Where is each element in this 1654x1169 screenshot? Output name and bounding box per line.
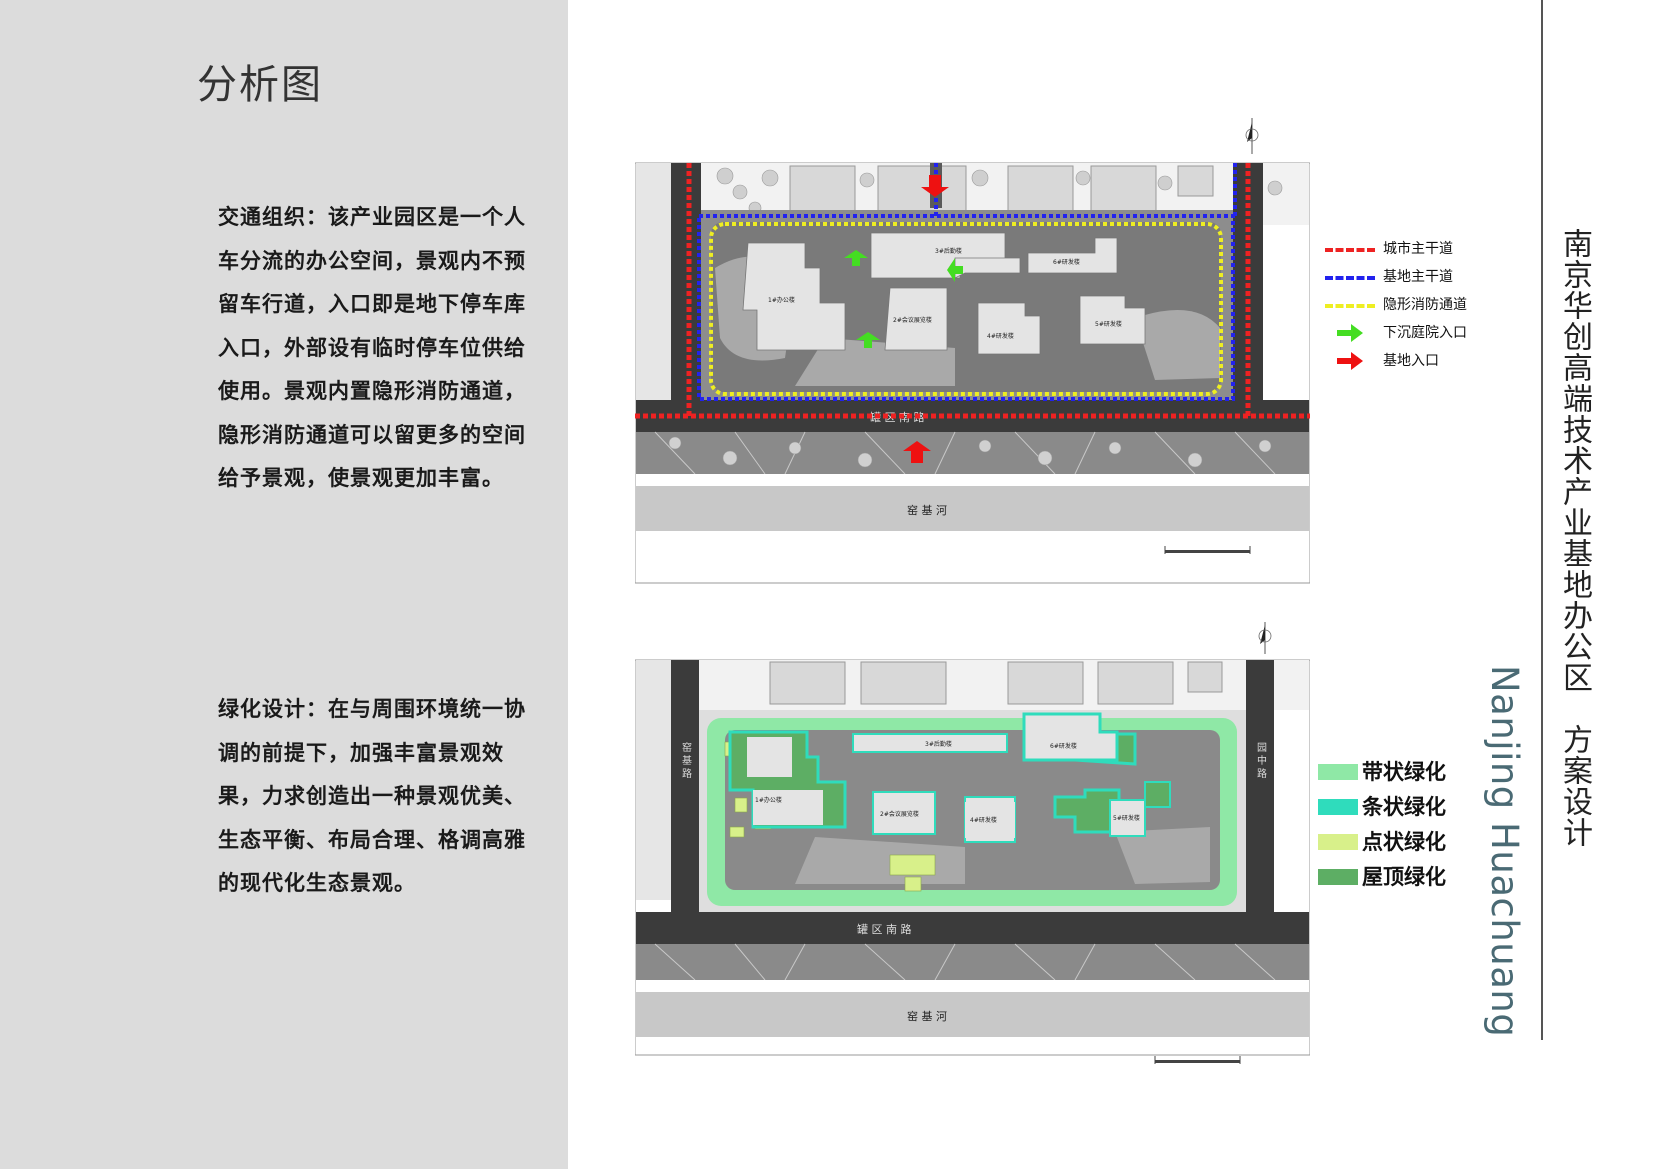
building-label: 6#研发楼 (1053, 258, 1080, 266)
north-arrow-icon (1245, 118, 1259, 154)
river-label: 窑 基 河 (907, 1009, 947, 1023)
vertical-divider (1541, 0, 1543, 1040)
building-label: 1#办公楼 (768, 296, 795, 304)
north-arrow-icon (1258, 622, 1272, 654)
greening-description: 绿化设计：在与周围环境统一协调的前提下，加强丰富景观效果，力求创造出一种景观优美… (218, 696, 526, 895)
left-panel (0, 0, 568, 1169)
building-label: 2#会议展览楼 (880, 810, 919, 818)
building-label: 3#后勤楼 (935, 247, 962, 255)
page-title: 分析图 (197, 62, 323, 108)
green-arrow-icon (1337, 324, 1363, 342)
west-road-label: 窑 基 路 (680, 741, 692, 779)
scale-bar-icon (1154, 1056, 1241, 1064)
road-label: 罐 区 南 路 (857, 923, 912, 936)
building-label: 5#研发楼 (1113, 814, 1140, 822)
traffic-analysis-plan: 1#办公楼 2#会议展览楼 3#后勤楼 6#研发楼 4#研发楼 5#研发楼 窑 … (635, 118, 1310, 584)
project-title: 南京华创高端技术产业基地办公区 方案设计 (1557, 228, 1592, 848)
building-label: 2#会议展览楼 (893, 316, 932, 324)
building-label: 1#办公楼 (755, 796, 782, 804)
building-label: 4#研发楼 (970, 816, 997, 824)
building-label: 5#研发楼 (1095, 320, 1122, 328)
scale-bar-icon (1164, 546, 1251, 554)
building-label: 3#后勤楼 (925, 740, 952, 748)
greening-analysis-plan: 1#办公楼 2#会议展览楼 3#后勤楼 6#研发楼 4#研发楼 5#研发楼 窑 … (635, 622, 1310, 1064)
building-label: 4#研发楼 (987, 332, 1014, 340)
east-road-label: 园 中 路 (1255, 742, 1267, 779)
english-title: Nanjing Huachuang (1483, 665, 1526, 1038)
river-label: 窑 基 河 (907, 503, 947, 517)
red-arrow-icon (1337, 352, 1363, 370)
traffic-description: 交通组织：该产业园区是一个人车分流的办公空间，景观内不预留车行道，入口即是地下停… (218, 204, 526, 490)
building-label: 6#研发楼 (1050, 742, 1077, 750)
